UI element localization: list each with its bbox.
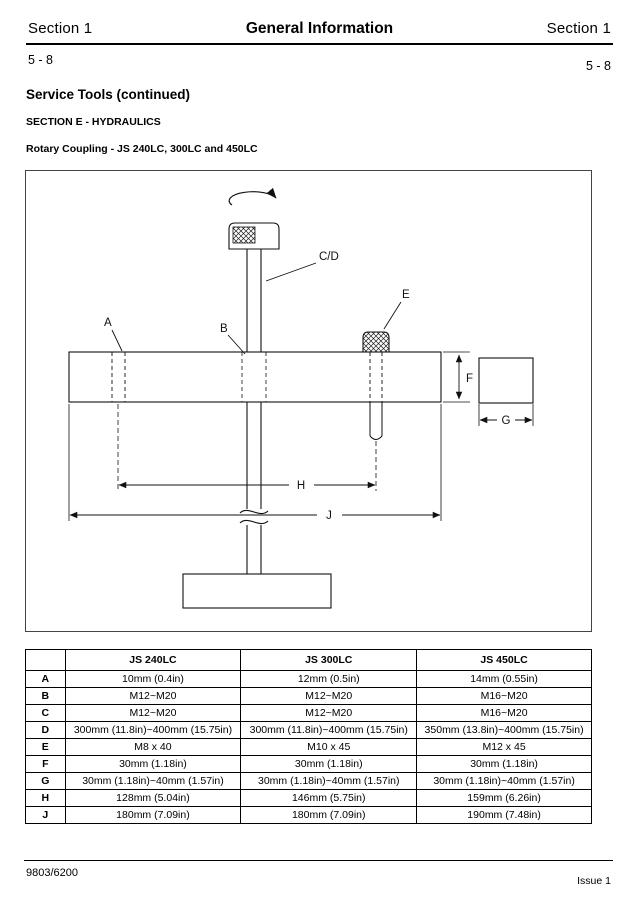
table-row: C M12~M20 M12~M20 M16~M20 bbox=[25, 704, 592, 722]
cell: M12~M20 bbox=[240, 704, 418, 722]
cell: 180mm (7.09in) bbox=[240, 806, 418, 824]
spec-table: JS 240LC JS 300LC JS 450LC A 10mm (0.4in… bbox=[25, 649, 592, 824]
diagram-label-j: J bbox=[326, 510, 332, 522]
diagram-label-e: E bbox=[402, 289, 410, 301]
header-section-right: Section 1 bbox=[546, 20, 611, 37]
page-footer: 9803/6200 Issue 1 bbox=[24, 860, 613, 887]
row-key: G bbox=[25, 772, 66, 790]
col-header-js300lc: JS 300LC bbox=[240, 649, 418, 671]
row-key: J bbox=[25, 806, 66, 824]
cell: 350mm (13.8in)~400mm (15.75in) bbox=[416, 721, 592, 739]
cell: 30mm (1.18in)~40mm (1.57in) bbox=[416, 772, 592, 790]
cell: M12~M20 bbox=[64, 687, 242, 705]
table-row: E M8 x 40 M10 x 45 M12 x 45 bbox=[25, 738, 592, 756]
cell: M8 x 40 bbox=[64, 738, 242, 756]
footer-issue: Issue 1 bbox=[577, 875, 611, 887]
table-row: H 128mm (5.04in) 146mm (5.75in) 159mm (6… bbox=[25, 789, 592, 807]
heading-service-tools: Service Tools (continued) bbox=[26, 87, 191, 102]
cell: M10 x 45 bbox=[240, 738, 418, 756]
cell: 30mm (1.18in) bbox=[416, 755, 592, 773]
section-headings: Service Tools (continued) SECTION E - HY… bbox=[26, 87, 611, 155]
row-key: E bbox=[25, 738, 66, 756]
rotation-arrow-icon bbox=[228, 187, 277, 206]
cell: 12mm (0.5in) bbox=[240, 670, 418, 688]
cell: M12~M20 bbox=[64, 704, 242, 722]
footer-doc-number: 9803/6200 bbox=[26, 867, 78, 879]
page-number-left: 5 - 8 bbox=[28, 53, 54, 67]
cell: 14mm (0.55in) bbox=[416, 670, 592, 688]
page-title: General Information bbox=[245, 20, 394, 37]
row-key: F bbox=[25, 755, 66, 773]
cell: M12~M20 bbox=[240, 687, 418, 705]
cell: 300mm (11.8in)~400mm (15.75in) bbox=[64, 721, 242, 739]
dimension-j: J bbox=[68, 404, 442, 522]
dimension-h: H bbox=[117, 404, 377, 492]
cell: M16~M20 bbox=[416, 704, 592, 722]
diagram-label-f: F bbox=[466, 373, 473, 385]
heading-section-e: SECTION E - HYDRAULICS bbox=[26, 116, 161, 128]
heading-rotary-coupling: Rotary Coupling - JS 240LC, 300LC and 45… bbox=[26, 143, 258, 155]
cell: M16~M20 bbox=[416, 687, 592, 705]
row-key: B bbox=[25, 687, 66, 705]
row-key: C bbox=[25, 704, 66, 722]
table-row: B M12~M20 M12~M20 M16~M20 bbox=[25, 687, 592, 705]
row-key: A bbox=[25, 670, 66, 688]
corner-cell bbox=[25, 649, 66, 671]
cell: 190mm (7.48in) bbox=[416, 806, 592, 824]
table-row: G 30mm (1.18in)~40mm (1.57in) 30mm (1.18… bbox=[25, 772, 592, 790]
dimension-f: F bbox=[443, 351, 473, 403]
diagram-label-a: A bbox=[104, 317, 112, 329]
header-section-left: Section 1 bbox=[28, 20, 93, 37]
header-page-numbers: 5 - 8 5 - 8 bbox=[26, 45, 613, 73]
table-row: A 10mm (0.4in) 12mm (0.5in) 14mm (0.55in… bbox=[25, 670, 592, 688]
row-key: H bbox=[25, 789, 66, 807]
cell: 30mm (1.18in)~40mm (1.57in) bbox=[64, 772, 242, 790]
diagram-callouts: A B C/D E bbox=[104, 251, 410, 355]
diagram-label-g: G bbox=[502, 415, 511, 427]
col-header-js240lc: JS 240LC bbox=[64, 649, 242, 671]
cell: 180mm (7.09in) bbox=[64, 806, 242, 824]
coupling-bar bbox=[68, 351, 442, 403]
bolt-cd-head bbox=[228, 222, 280, 250]
diagram-label-cd: C/D bbox=[319, 251, 339, 263]
diagram-label-h: H bbox=[297, 480, 305, 492]
cell: 30mm (1.18in) bbox=[64, 755, 242, 773]
table-row: D 300mm (11.8in)~400mm (15.75in) 300mm (… bbox=[25, 721, 592, 739]
cell: M12 x 45 bbox=[416, 738, 592, 756]
coupling-shaft bbox=[239, 249, 269, 574]
table-row: F 30mm (1.18in) 30mm (1.18in) 30mm (1.18… bbox=[25, 755, 592, 773]
table-header-row: JS 240LC JS 300LC JS 450LC bbox=[25, 649, 592, 671]
header-top-row: Section 1 General Information Section 1 bbox=[26, 0, 613, 45]
cell: 159mm (6.26in) bbox=[416, 789, 592, 807]
cell: 10mm (0.4in) bbox=[64, 670, 242, 688]
bar-cross-section bbox=[478, 357, 534, 404]
diagram-svg: A B C/D E F bbox=[68, 187, 534, 609]
table-row: J 180mm (7.09in) 180mm (7.09in) 190mm (7… bbox=[25, 806, 592, 824]
cell: 30mm (1.18in)~40mm (1.57in) bbox=[240, 772, 418, 790]
cell: 128mm (5.04in) bbox=[64, 789, 242, 807]
bolt-e bbox=[362, 331, 390, 440]
cell: 146mm (5.75in) bbox=[240, 789, 418, 807]
col-header-js450lc: JS 450LC bbox=[416, 649, 592, 671]
rotary-coupling-diagram: A B C/D E F bbox=[25, 170, 592, 632]
base-block bbox=[182, 573, 332, 609]
diagram-label-b: B bbox=[220, 323, 228, 335]
page-number-right: 5 - 8 bbox=[585, 59, 611, 73]
row-key: D bbox=[25, 721, 66, 739]
cell: 300mm (11.8in)~400mm (15.75in) bbox=[240, 721, 418, 739]
page-header: Section 1 General Information Section 1 … bbox=[26, 0, 613, 73]
cross-section-and-g: G bbox=[478, 357, 534, 427]
cell: 30mm (1.18in) bbox=[240, 755, 418, 773]
